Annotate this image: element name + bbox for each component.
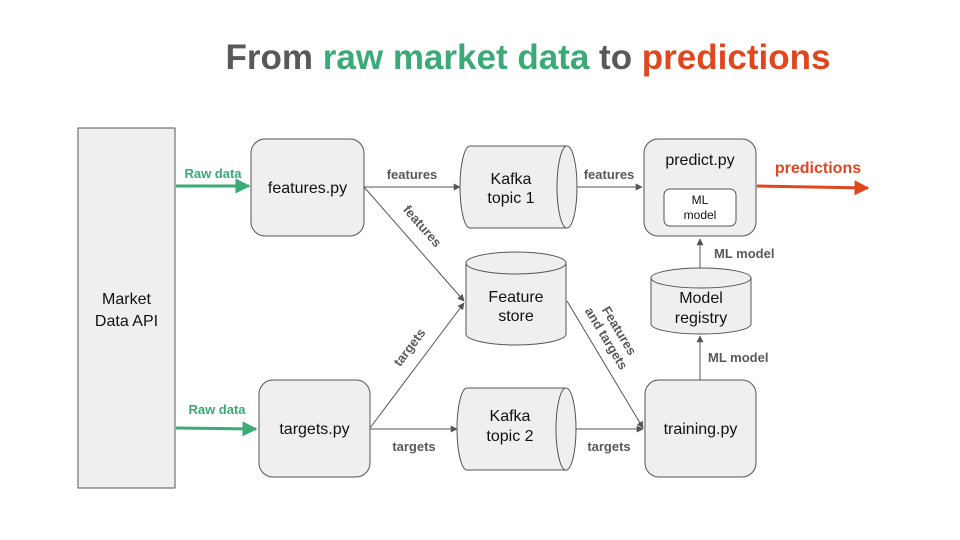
title-part-3: to	[589, 38, 642, 77]
node-feature-store: Feature store	[465, 251, 567, 346]
label-targets-to-store: targets	[390, 325, 428, 369]
label-raw-data-top: Raw data	[184, 166, 242, 181]
label-features-to-kafka1: features	[387, 167, 438, 182]
feature-store-label-line1: Feature	[488, 289, 543, 306]
model-registry-label-line1: Model	[679, 290, 723, 307]
label-kafka1-to-predict: features	[584, 167, 635, 182]
kafka1-label-line1: Kafka	[491, 171, 532, 188]
node-targets-py: targets.py	[258, 379, 371, 478]
kafka2-label-line2: topic 2	[486, 428, 533, 445]
edge-features-to-store	[363, 186, 465, 302]
kafka2-label-line1: Kafka	[490, 408, 531, 425]
edge-store-to-training	[566, 300, 644, 429]
title-part-4: predictions	[641, 38, 831, 77]
label-features-to-store: features	[400, 202, 445, 250]
title-part-1: From	[225, 38, 323, 77]
label-raw-data-bottom: Raw data	[188, 402, 246, 417]
node-model-registry: Model registry	[650, 267, 752, 335]
node-features-py: features.py	[250, 138, 365, 237]
inner-ml-model-line2: model	[684, 208, 717, 222]
node-kafka-topic-1: Kafka topic 1	[459, 145, 578, 229]
label-training-to-registry: ML model	[708, 350, 768, 365]
targets-py-label: targets.py	[279, 421, 349, 438]
feature-store-label-line2: store	[498, 308, 534, 325]
training-py-label: training.py	[664, 421, 738, 438]
edge-raw-data-bottom	[175, 421, 258, 437]
node-predict-py: predict.py ML model	[643, 138, 757, 237]
title-part-2: raw market data	[322, 38, 590, 77]
edge-targets-to-store	[369, 302, 465, 429]
node-kafka-topic-2: Kafka topic 2	[456, 387, 577, 471]
label-registry-to-predict: ML model	[714, 246, 774, 261]
node-training-py: training.py	[644, 379, 757, 478]
market-api-label-line2: Data API	[95, 313, 158, 330]
features-py-label: features.py	[268, 180, 347, 197]
node-market-data-api: Market Data API	[77, 127, 176, 489]
label-kafka2-to-training: targets	[587, 439, 630, 454]
model-registry-label-line2: registry	[675, 310, 727, 327]
kafka1-label-line2: topic 1	[487, 190, 534, 207]
edge-predictions	[756, 180, 870, 196]
label-predictions: predictions	[775, 160, 861, 177]
label-store-to-training: Features and targets	[582, 304, 640, 373]
predict-py-label: predict.py	[665, 152, 734, 169]
inner-ml-model-box	[663, 188, 737, 227]
inner-ml-model-line1: ML	[692, 193, 709, 207]
page-title: From raw market data to predictions	[0, 38, 960, 78]
market-api-label-line1: Market	[102, 291, 151, 308]
label-targets-to-kafka2: targets	[392, 439, 435, 454]
